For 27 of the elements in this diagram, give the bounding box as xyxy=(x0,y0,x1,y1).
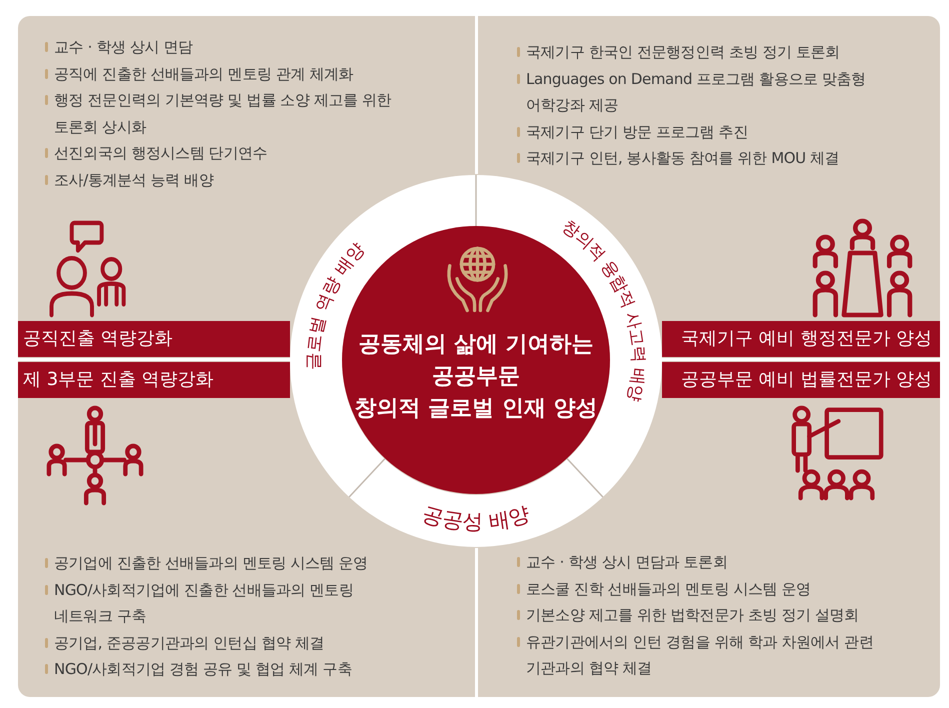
list-item-text: 국제기구 인턴, 봉사활동 참여를 위한 MOU 체결 xyxy=(526,149,840,167)
list-item-text: 공기업, 준공공기관과의 인턴십 협약 체결 xyxy=(54,634,324,652)
list-item-text: 국제기구 한국인 전문행정인력 초빙 정기 토론회 xyxy=(526,43,840,61)
list-item-text: NGO/사회적기업에 진출한 선배들과의 멘토링 네트워크 구축 xyxy=(54,580,354,625)
category-band xyxy=(662,321,940,357)
category-band xyxy=(18,321,290,357)
list-item-text: 교수 · 학생 상시 면담 xyxy=(54,38,193,56)
list-item-text: 공직에 진출한 선배들과의 멘토링 관계 체계화 xyxy=(54,64,354,82)
list-item-text: Languages on Demand 프로그램 활용으로 맞춤형 어학강좌 제공 xyxy=(526,70,866,114)
list-item-text: 행정 전문인력의 기본역량 및 법률 소양 제고를 위한 토론회 상시화 xyxy=(54,91,392,136)
category-band xyxy=(662,362,940,398)
center-title: 공동체의 삶에 기여하는 공공부문 창의적 글로벌 인재 양성 xyxy=(354,331,598,423)
band-label: 제 3부문 진출 역량강화 xyxy=(23,369,214,391)
list-item-text: 조사/통계분석 능력 배양 xyxy=(54,170,214,188)
segment-label: 공공성 배양 xyxy=(420,502,532,534)
band-label: 공공부문 예비 법률전문가 양성 xyxy=(680,369,932,391)
list-item-text: 기본소양 제고를 위한 법학전문가 초빙 정기 설명회 xyxy=(526,606,859,624)
list-item-text: 국제기구 단기 방문 프로그램 추진 xyxy=(526,122,748,140)
list-item-text: NGO/사회적기업 경험 공유 및 협업 체계 구축 xyxy=(54,660,352,678)
list-item-text: 선진외국의 행정시스템 단기연수 xyxy=(54,144,268,162)
list-item-text: 로스쿨 진학 선배들과의 멘토링 시스템 운영 xyxy=(526,580,811,598)
list-item-text: 유관기관에서의 인턴 경험을 위해 학과 차원에서 관련 기관과의 협약 체결 xyxy=(526,632,874,677)
list-item-text: 교수 · 학생 상시 면담과 토론회 xyxy=(526,553,728,571)
band-label: 국제기구 예비 행정전문가 양성 xyxy=(680,328,932,350)
category-band xyxy=(18,362,290,398)
list-item-text: 공기업에 진출한 선배들과의 멘토링 시스템 운영 xyxy=(54,554,368,572)
band-label: 공직진출 역량강화 xyxy=(23,328,173,350)
